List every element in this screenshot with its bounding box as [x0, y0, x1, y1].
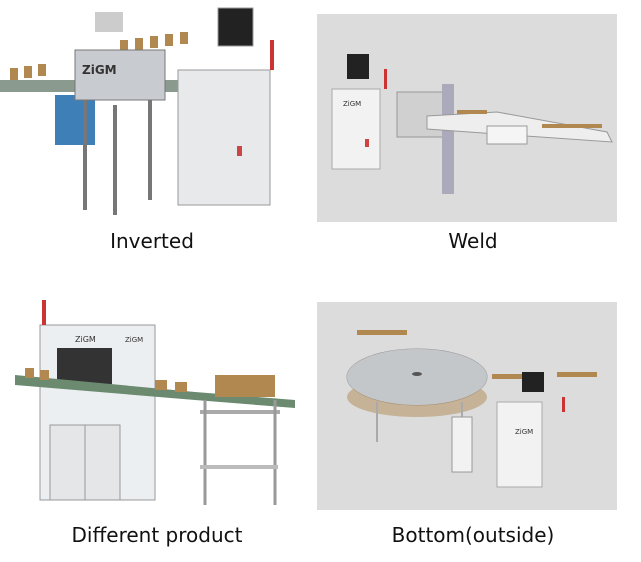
caption-inverted: Inverted	[110, 229, 194, 253]
svg-text:ZiGM: ZiGM	[125, 336, 143, 344]
caption-weld: Weld	[448, 229, 498, 253]
product-image-different-product: ZiGM ZiGM	[5, 300, 300, 512]
brand-logo: ZiGM	[343, 100, 361, 108]
caption-bottom-outside: Bottom(outside)	[391, 523, 555, 547]
product-image-bottom-outside: ZiGM	[317, 302, 617, 510]
product-image-weld: ZiGM	[317, 14, 617, 222]
brand-logo: ZiGM	[515, 428, 533, 436]
product-image-inverted: ZiGM	[0, 0, 305, 215]
caption-different-product: Different product	[71, 523, 243, 547]
brand-logo: ZiGM	[82, 63, 117, 77]
brand-logo: ZiGM	[75, 335, 96, 344]
